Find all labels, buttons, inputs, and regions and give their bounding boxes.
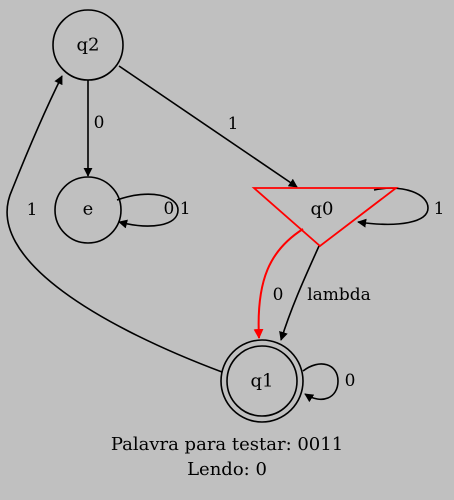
state-q1-accepting: q1 xyxy=(220,339,304,423)
edge-q0-loop xyxy=(357,187,429,228)
edge-q1-loop-label: 0 xyxy=(345,371,356,391)
state-e: e xyxy=(54,176,122,244)
edge-q1-loop xyxy=(302,363,339,403)
state-q2: q2 xyxy=(52,9,124,81)
state-q2-label: q2 xyxy=(77,35,100,56)
state-q0: q0 xyxy=(251,187,399,248)
edge-q0-q1-lambda-label: lambda xyxy=(307,285,371,305)
edge-q2-e-label: 0 xyxy=(94,113,105,133)
reading-text: Lendo: 0 xyxy=(187,459,267,480)
state-q0-label: q0 xyxy=(311,199,334,220)
edge-q1-q2 xyxy=(6,75,223,373)
edge-q2-q0-label: 1 xyxy=(228,114,239,134)
state-e-label: e xyxy=(83,199,94,220)
edge-q0-loop-label: 1 xyxy=(434,199,445,219)
state-q1-label: q1 xyxy=(251,371,274,392)
edge-e-loop-label: 0 1 xyxy=(163,199,190,219)
edge-e-loop xyxy=(116,193,179,229)
edge-q0-q1-red-label: 0 xyxy=(273,285,284,305)
edge-q0-q1-red xyxy=(253,228,304,339)
test-word-text: Palavra para testar: 0011 xyxy=(111,434,343,455)
edge-q1-q2-label: 1 xyxy=(27,200,38,220)
edge-q0-q1-lambda xyxy=(279,245,320,341)
edge-q2-q0 xyxy=(118,65,298,188)
